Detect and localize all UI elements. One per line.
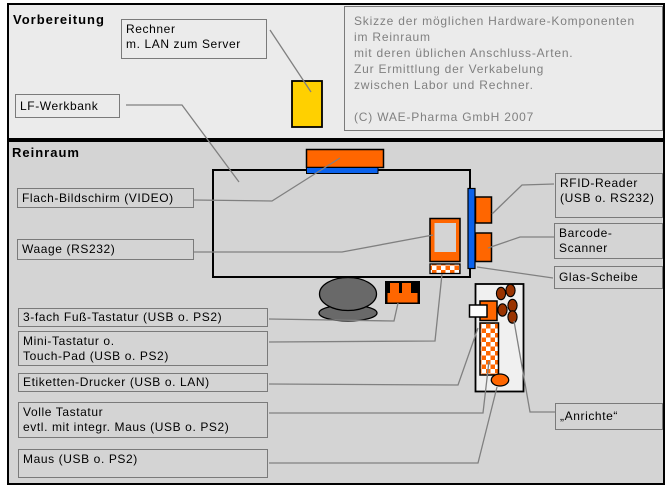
label-line: (USB o. RS232) (560, 191, 655, 205)
label-rechner: Rechner m. LAN zum Server (121, 19, 267, 59)
label-volle-tastatur: Volle Tastatur evtl. mit integr. Maus (U… (18, 402, 268, 438)
mini-keyboard-shape (429, 263, 461, 275)
label-line: Touch-Pad (USB o. PS2) (23, 349, 169, 363)
label-fuss-tastatur: 3-fach Fuß-Tastatur (USB o. PS2) (18, 308, 268, 327)
label-line: Scanner (559, 241, 608, 255)
label-maus: Maus (USB o. PS2) (18, 449, 268, 478)
label-anrichte: „Anrichte“ (555, 403, 663, 430)
connector-rfid (491, 183, 555, 215)
label-barcode-scanner: Barcode- Scanner (554, 223, 663, 259)
glass-pane-shape (467, 187, 476, 270)
copyright-line: (C) WAE-Pharma GmbH 2007 (354, 110, 535, 124)
jar-shape (507, 310, 518, 324)
jar-shape (497, 303, 508, 317)
label-line: Rechner (126, 22, 176, 36)
label-printer-slot-shape (468, 304, 488, 318)
connector-maus (269, 386, 498, 464)
label-line: evtl. mit integr. Maus (USB o. PS2) (23, 420, 230, 434)
label-rfid-reader: RFID-Reader (USB o. RS232) (555, 173, 663, 218)
section-title-vorbereitung: Vorbereitung (13, 12, 105, 27)
info-line: Zur Ermittlung der Verkabelung (354, 62, 545, 76)
connector-anrichte (513, 320, 555, 413)
label-line: Mini-Tastatur o. (23, 334, 115, 348)
foot-pedal-key-shape (402, 283, 411, 293)
connector-barcode (487, 236, 554, 249)
connector-etiketten (268, 327, 479, 386)
connector-waage (194, 234, 434, 253)
label-line: m. LAN zum Server (126, 37, 241, 51)
connector-fuss-tastatur (268, 302, 399, 322)
mouse-shape (490, 373, 510, 387)
stool-shape (318, 276, 378, 312)
label-line: RFID-Reader (560, 176, 638, 190)
connector-rechner (269, 29, 312, 93)
monitor-shape (305, 148, 385, 169)
computer-shape (291, 80, 323, 128)
info-line: im Reinraum (354, 30, 431, 44)
jar-shape (505, 283, 516, 298)
section-title-reinraum: Reinraum (12, 145, 80, 160)
jar-shape (495, 286, 507, 301)
label-glas-scheibe: Glas-Scheibe (554, 266, 663, 289)
label-mini-tastatur: Mini-Tastatur o. Touch-Pad (USB o. PS2) (18, 331, 268, 366)
connector-mini-tastatur (268, 273, 443, 343)
full-keyboard-shape (479, 322, 500, 376)
label-line: Volle Tastatur (23, 405, 104, 419)
monitor-stand-shape (306, 167, 379, 174)
foot-pedal-key-shape (390, 283, 399, 293)
label-etiketten-drucker: Etiketten-Drucker (USB o. LAN) (18, 373, 268, 392)
jar-shape (507, 298, 518, 313)
label-lf-werkbank: LF-Werkbank (15, 94, 120, 118)
connector-volle-tastatur (269, 360, 490, 414)
label-flachbildschirm: Flach-Bildschirm (VIDEO) (17, 188, 194, 208)
connector-glas (476, 266, 554, 279)
rfid-reader-shape (474, 196, 493, 224)
foot-pedal-bar-shape (387, 293, 418, 303)
info-text-box: Skizze der möglichen Hardware-Komponente… (344, 6, 663, 131)
section-divider (9, 138, 663, 142)
connector-lf-werkbank (126, 104, 240, 183)
label-line: Barcode- (559, 226, 613, 240)
label-waage: Waage (RS232) (17, 239, 194, 260)
info-line: Skizze der möglichen Hardware-Komponente… (354, 14, 635, 28)
info-line: zwischen Labor und Rechner. (354, 78, 534, 92)
scale-display-shape (434, 223, 456, 252)
info-line: mit deren üblichen Anschluss-Arten. (354, 46, 574, 60)
connector-flachbildschirm (193, 157, 341, 202)
